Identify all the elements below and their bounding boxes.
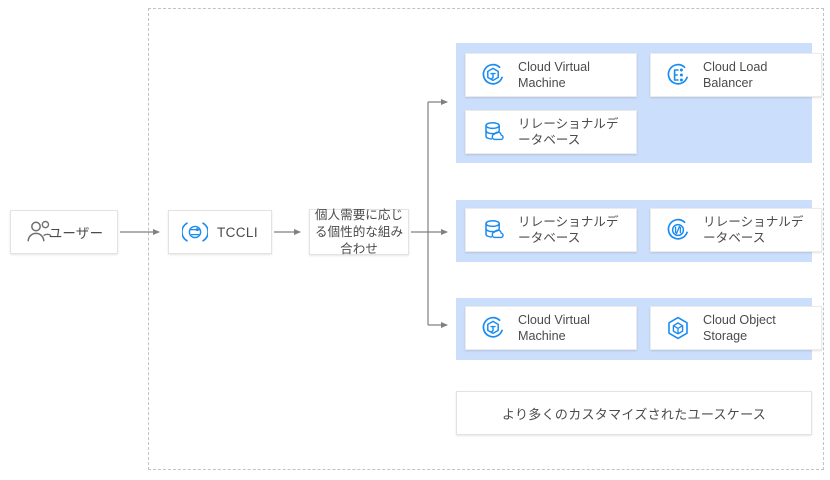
user-node-label: ユーザー	[48, 226, 104, 241]
service-card-label: Cloud Virtual Machine	[518, 313, 590, 343]
relational-database-alt-icon	[667, 218, 688, 240]
relational-database-icon	[485, 220, 504, 239]
service-card-cloud-virtual-machine[interactable]: Cloud Virtual Machine	[465, 53, 637, 97]
tccli-node[interactable]: TCCLI	[168, 210, 272, 254]
custom-combination-note-label: 個人需要に応じる個性的な組み合わせ	[314, 207, 404, 256]
tccli-icon	[181, 222, 208, 242]
service-card-label: リレーショナルデータベース	[703, 215, 804, 245]
more-use-cases-box[interactable]: より多くのカスタマイズされたユースケース	[456, 391, 812, 435]
relational-database-icon	[485, 122, 504, 141]
cloud-virtual-machine-icon	[482, 63, 503, 85]
service-card-label: リレーショナルデータベース	[518, 215, 619, 245]
user-node[interactable]: ユーザー	[10, 210, 118, 254]
cloud-load-balancer-icon	[667, 63, 688, 85]
service-card-relational-database[interactable]: リレーショナルデータベース	[465, 110, 637, 154]
user-node-content: ユーザー	[11, 219, 117, 245]
users-icon	[27, 220, 52, 242]
service-card-relational-database-alt[interactable]: リレーショナルデータベース	[650, 208, 822, 252]
service-card-cloud-virtual-machine[interactable]: Cloud Virtual Machine	[465, 306, 637, 350]
service-card-label: Cloud Virtual Machine	[518, 60, 590, 90]
service-card-label: Cloud Load Balancer	[703, 60, 768, 90]
cloud-object-storage-icon	[668, 316, 688, 340]
tccli-node-label: TCCLI	[216, 224, 258, 240]
service-card-cloud-object-storage[interactable]: Cloud Object Storage	[650, 306, 822, 350]
dashed-boundary-region	[148, 8, 824, 470]
service-card-label: Cloud Object Storage	[703, 313, 776, 343]
more-use-cases-label: より多くのカスタマイズされたユースケース	[501, 406, 767, 422]
service-card-cloud-load-balancer[interactable]: Cloud Load Balancer	[650, 53, 822, 97]
service-card-label: リレーショナルデータベース	[518, 117, 619, 147]
custom-combination-note: 個人需要に応じる個性的な組み合わせ	[309, 207, 409, 256]
service-card-relational-database[interactable]: リレーショナルデータベース	[465, 208, 637, 252]
cloud-virtual-machine-icon	[482, 316, 503, 338]
